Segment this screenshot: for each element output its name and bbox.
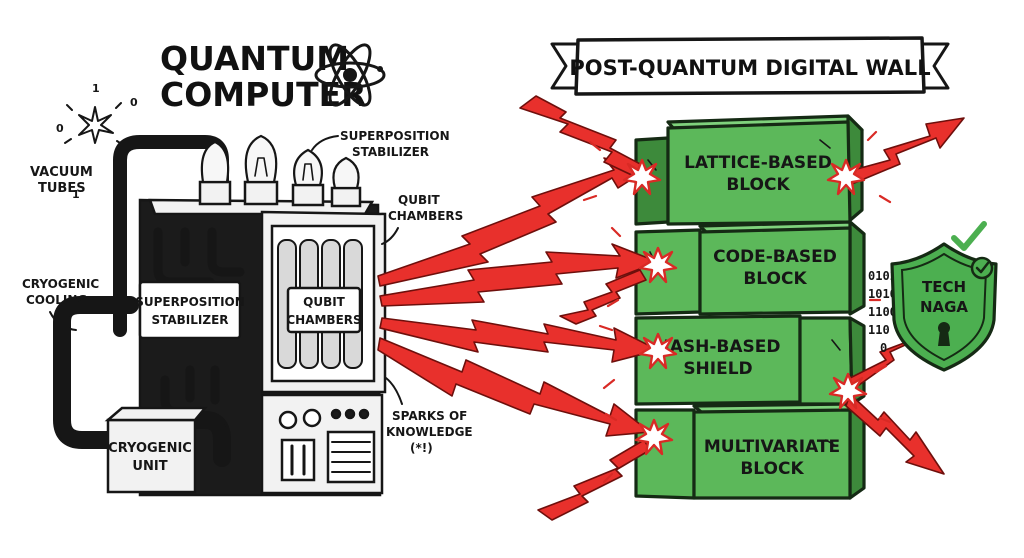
digital-wall: LATTICE-BASED BLOCK CODE-BASED BLOCK HAS… <box>634 114 866 500</box>
svg-text:1010: 1010 <box>868 287 897 301</box>
impact-burst <box>826 158 866 196</box>
svg-text:COOLING: COOLING <box>26 293 87 307</box>
brick-hash-based: HASH-BASED SHIELD <box>656 337 781 379</box>
svg-text:0101: 0101 <box>868 269 897 283</box>
spark-burst-icon <box>64 102 124 146</box>
spark-bits: 1 0 1 0 <box>56 82 138 201</box>
svg-text:SUPERPOSITION: SUPERPOSITION <box>340 129 450 143</box>
impact-burst <box>622 158 662 196</box>
svg-text:BLOCK: BLOCK <box>726 175 790 195</box>
attack-arrows <box>377 95 965 521</box>
svg-text:SHIELD: SHIELD <box>683 359 752 379</box>
svg-text:CODE-BASED: CODE-BASED <box>713 247 837 267</box>
title-line-2: COMPUTER <box>160 75 367 114</box>
svg-text:HASH-BASED: HASH-BASED <box>656 337 781 357</box>
lightning-arrow <box>845 393 945 475</box>
qubit-cylinders <box>277 239 363 369</box>
lightning-arrow <box>537 439 651 521</box>
svg-text:TUBES: TUBES <box>38 181 86 196</box>
cryogenic-unit: CRYOGENIC UNIT <box>104 406 231 494</box>
spark-bit: 1 <box>72 188 80 201</box>
svg-text:CRYOGENIC: CRYOGENIC <box>108 441 192 456</box>
svg-text:QUBIT: QUBIT <box>398 193 441 207</box>
svg-text:BLOCK: BLOCK <box>743 269 807 289</box>
tech-naga-shield: TECH NAGA <box>890 221 998 372</box>
callout-sparks-of-knowledge: SPARKS OF KNOWLEDGE (*!) <box>385 377 473 455</box>
svg-text:STABILIZER: STABILIZER <box>352 145 429 159</box>
lightning-arrow <box>519 95 645 179</box>
control-panel <box>260 393 384 495</box>
spark-bit: 1 <box>92 82 100 95</box>
impact-burst <box>634 418 674 456</box>
svg-text:CHAMBERS: CHAMBERS <box>286 313 361 327</box>
spark-lines <box>582 130 892 484</box>
svg-text:VACUUM: VACUUM <box>30 165 93 180</box>
quantum-machine: SUPERPOSITION STABILIZER QUBIT CHAMBERS <box>53 134 387 497</box>
svg-text:QUBIT: QUBIT <box>303 295 346 309</box>
callout-qubit-chambers: QUBIT CHAMBERS <box>381 193 463 245</box>
svg-text:TECH: TECH <box>922 278 966 296</box>
brick-lattice-based: LATTICE-BASED BLOCK <box>684 153 832 195</box>
spark-bit: 0 <box>130 96 138 109</box>
brick-multivariate: MULTIVARIATE BLOCK <box>704 437 840 479</box>
vacuum-tube <box>243 134 279 206</box>
svg-text:CHAMBERS: CHAMBERS <box>388 209 463 223</box>
lightning-arrow <box>559 269 647 325</box>
svg-text:UNIT: UNIT <box>132 459 167 474</box>
banner-title: POST-QUANTUM DIGITAL WALL <box>569 56 930 80</box>
check-badge-icon <box>970 256 994 280</box>
checkmark-icon <box>951 221 987 251</box>
svg-text:BLOCK: BLOCK <box>740 459 804 479</box>
vacuum-tube <box>330 156 362 208</box>
keyhole-icon <box>938 322 950 346</box>
callout-cryogenic-cooling: CRYOGENIC COOLING <box>22 277 99 331</box>
svg-text:MULTIVARIATE: MULTIVARIATE <box>704 437 840 457</box>
svg-text:CRYOGENIC: CRYOGENIC <box>22 277 99 291</box>
superposition-stabilizer-panel: SUPERPOSITION STABILIZER <box>135 280 245 340</box>
wall-banner: POST-QUANTUM DIGITAL WALL <box>550 36 950 96</box>
lightning-arrow <box>379 317 659 363</box>
callout-superposition-stabilizer: SUPERPOSITION STABILIZER <box>311 129 450 159</box>
vacuum-tube <box>291 148 325 207</box>
atom-icon <box>314 43 386 107</box>
svg-text:STABILIZER: STABILIZER <box>151 313 228 327</box>
impact-burst <box>638 246 678 284</box>
svg-text:0: 0 <box>880 341 887 355</box>
callout-vacuum-tubes: VACUUM TUBES <box>30 165 93 196</box>
brick-code-based: CODE-BASED BLOCK <box>713 247 837 289</box>
lightning-arrow <box>379 243 659 307</box>
title-line-1: QUANTUM <box>160 39 349 78</box>
svg-text:SUPERPOSITION: SUPERPOSITION <box>135 295 245 309</box>
impact-burst <box>828 372 868 410</box>
svg-text:LATTICE-BASED: LATTICE-BASED <box>684 153 832 173</box>
impact-burst <box>638 332 678 370</box>
svg-text:SPARKS OF: SPARKS OF <box>392 409 467 423</box>
spark-bit: 0 <box>56 122 64 135</box>
svg-text:1100: 1100 <box>868 305 897 319</box>
qubit-chamber-box: QUBIT CHAMBERS <box>260 210 387 394</box>
lightning-arrow <box>845 117 965 185</box>
lightning-arrow <box>377 337 651 437</box>
svg-text:NAGA: NAGA <box>920 298 968 316</box>
svg-text:(*!): (*!) <box>410 441 433 455</box>
svg-text:KNOWLEDGE: KNOWLEDGE <box>386 425 473 439</box>
impact-bursts <box>582 130 892 484</box>
vacuum-tube <box>198 140 232 206</box>
